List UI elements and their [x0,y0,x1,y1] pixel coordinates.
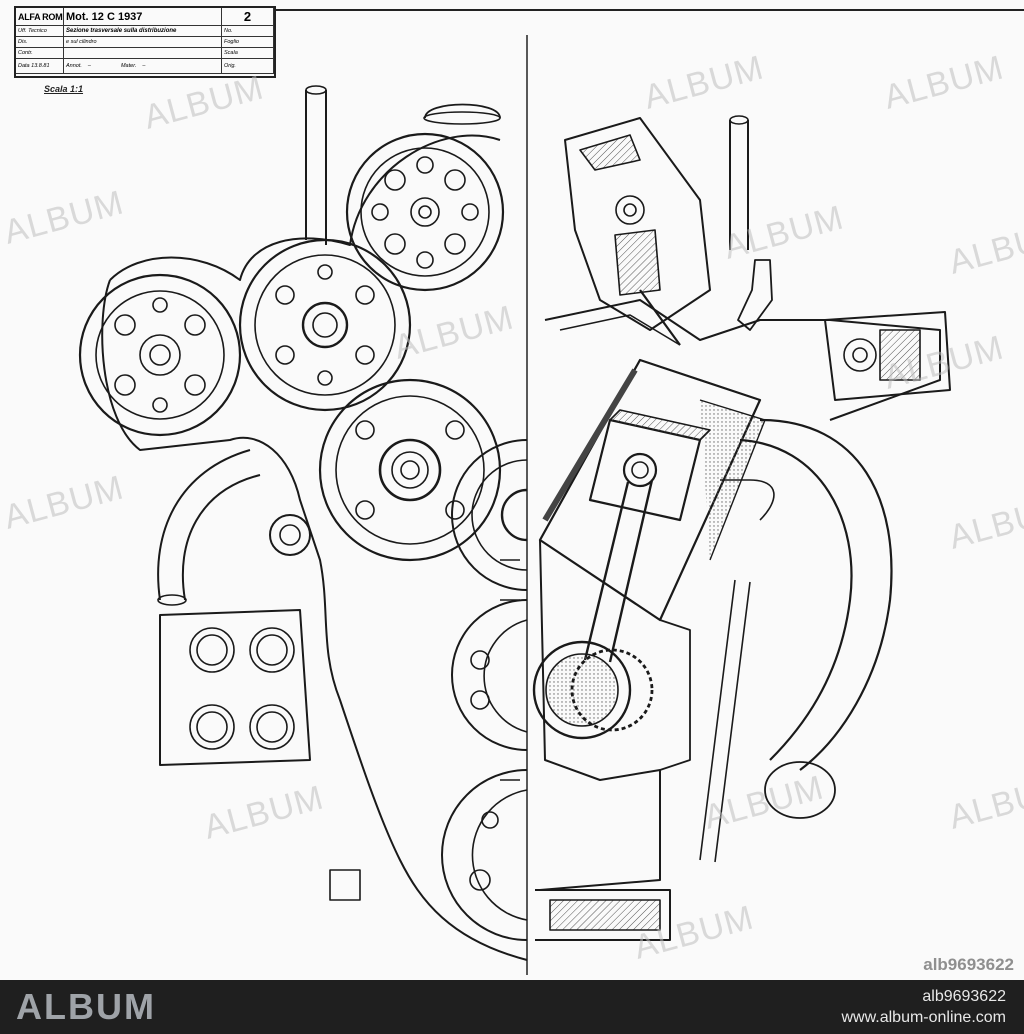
right-vertical-pipe [729,120,749,250]
asset-id-label: alb9693622 [923,955,1014,974]
scale-note: Scala 1:1 [44,84,84,94]
title-block-annot-value: – [87,63,91,69]
crankshaft-big-end [532,640,654,740]
valve-gear-housing [564,117,711,346]
connecting-rod [583,479,654,663]
accessory-drive-gear [78,273,242,437]
album-logo: ALBUM [16,986,156,1027]
title-block: ALFA ROMEO Mot. 12 C 1937 2 Uff. Tecnico… [14,6,276,78]
title-block-date: Data 13.8.81 [16,59,64,74]
title-block-dis-label: Dis. [16,37,64,48]
mounting-bracket [159,609,311,766]
title-block-brand: ALFA ROMEO [16,8,64,26]
title-block-annot-mater: Annot. – Mater. – [64,59,222,74]
left-curved-pipe [157,449,261,601]
title-block-mater-label: Mater. [120,63,137,69]
title-block-data-label: Data [18,63,30,69]
engine-cross-section-drawing [78,9,1024,975]
footer-url: www.album-online.com [841,1009,1006,1026]
title-block-orig-label: Orig. [222,59,274,74]
title-block-foglio-label: Foglio [222,37,274,48]
piston [588,409,711,522]
top-filler-cap [424,103,501,119]
title-block-uff-label: Uff. Tecnico [16,26,64,37]
footer-bar: ALBUM alb9693622 www.album-online.com [0,980,1024,1034]
title-block-empty-cell [64,48,222,59]
right-partial-gear [451,439,528,591]
idler-gear [238,238,412,412]
title-block-annot-label: Annot. [66,63,82,69]
right-lower-pipe [699,579,751,863]
footer-image-id: alb9693622 [922,988,1006,1005]
title-block-contr-label: Contr. [16,48,64,59]
title-block-scala-label: Scala [222,48,274,59]
title-block-sheet-number: 2 [222,8,274,26]
oil-pump-gear [441,769,528,941]
title-block-description-line2: e sul cilindro [64,37,222,48]
main-drive-gear [318,378,502,562]
oil-sump [535,889,671,941]
left-pipe-cap [305,85,327,95]
drawing-sheet: ALFA ROMEO Mot. 12 C 1937 2 Uff. Tecnico… [0,6,1024,975]
title-block-description: Sezione trasversale sulla distribuzione [64,26,222,37]
right-camshaft-housing [824,311,951,401]
crank-gear [451,599,528,751]
title-block-date-value: 13.8.81 [31,63,50,69]
title-block-mater-value: – [142,63,146,69]
title-block-no-label: No. [222,26,274,37]
cylinder-head [544,299,941,421]
right-curved-pipe [759,418,893,771]
crankcase-wall [539,539,661,891]
spark-plug [737,259,773,331]
left-vertical-pipe [305,90,327,245]
timing-case-outline [101,279,528,961]
title-block-motor: Mot. 12 C 1937 [64,8,222,26]
upper-camshaft-gear [345,132,505,292]
